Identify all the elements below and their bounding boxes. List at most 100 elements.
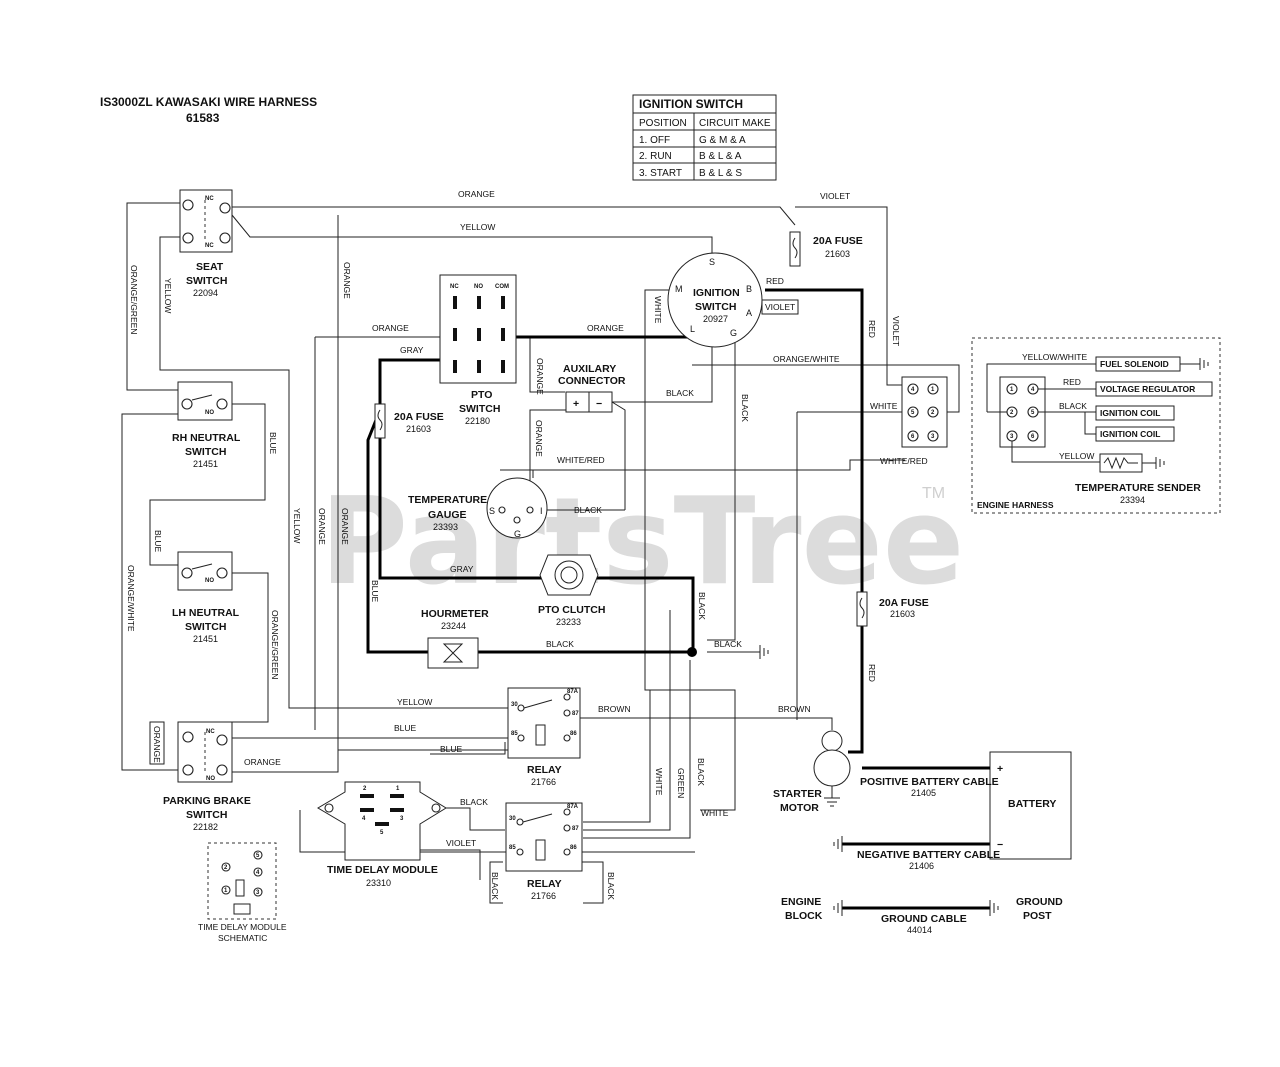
ignition-switch-part: 20927 [703, 314, 728, 324]
wire-label: BLACK [606, 872, 616, 900]
aux-plus: + [573, 398, 579, 410]
wire-label: RED [867, 320, 877, 338]
temp-sender-label: TEMPERATURE SENDER [1075, 482, 1201, 494]
battery-label: BATTERY [1008, 798, 1056, 810]
wire-label: ORANGE [340, 508, 350, 545]
pto-clutch: PTO CLUTCH 23233 [538, 554, 605, 627]
ground-cable-part: 44014 [907, 925, 932, 935]
pin-label: 5 [911, 410, 915, 416]
wire-label: BLUE [394, 723, 417, 733]
pin-label: 85 [509, 845, 516, 851]
ground-post-label: POST [1023, 910, 1052, 922]
fuel-solenoid-label: FUEL SOLENOID [1100, 359, 1169, 369]
pin-label: 3 [400, 816, 404, 822]
gauge-i: I [540, 506, 543, 516]
relay-1: 87A 87 30 85 86 RELAY 21766 [507, 687, 581, 787]
pin-label: 87 [572, 711, 579, 717]
pin-label: 6 [1031, 434, 1035, 440]
wire-label: GREEN [676, 768, 686, 798]
wire-label: WHITE [870, 401, 898, 411]
rh-neutral-part: 21451 [193, 459, 218, 469]
nc-label: NC [206, 729, 215, 735]
pin-label: 4 [362, 816, 366, 822]
relay-part: 21766 [531, 891, 556, 901]
battery-plus: + [997, 763, 1003, 775]
pin-label: 5 [1031, 410, 1035, 416]
negative-cable-label: NEGATIVE BATTERY CABLE [857, 849, 1000, 861]
hourmeter: HOURMETER 23244 [421, 608, 489, 669]
pin-label: 5 [380, 830, 384, 836]
pin-label: 87 [572, 826, 579, 832]
wire-label: RED [867, 664, 877, 682]
engine-block-label: BLOCK [785, 910, 823, 922]
pto-clutch-part: 23233 [556, 617, 581, 627]
temperature-gauge: S I G TEMPERATURE GAUGE 23393 [408, 477, 548, 539]
no-label: NO [206, 776, 215, 782]
wire-label: BLUE [268, 432, 278, 455]
time-delay-schematic: 2 5 4 1 3 TIME DELAY MODULE SCHEMATIC [198, 842, 287, 943]
table-header: CIRCUIT MAKE [699, 118, 771, 129]
relay-label: RELAY [527, 878, 562, 890]
seat-switch-part: 22094 [193, 288, 218, 298]
wire-label: BLUE [440, 744, 463, 754]
wire-label: GRAY [450, 564, 474, 574]
starter-motor: STARTER MOTOR [773, 730, 851, 814]
rh-neutral-label: SWITCH [185, 446, 226, 458]
aux-minus: − [596, 398, 602, 410]
lh-neutral-label: LH NEUTRAL [172, 607, 240, 619]
pin-label: 6 [911, 434, 915, 440]
wire-label: BLACK [490, 872, 500, 900]
ign-a: A [746, 308, 752, 318]
wire-label: BLUE [370, 580, 380, 603]
temp-gauge-label: GAUGE [428, 509, 467, 521]
pin-label: 4 [1031, 387, 1035, 393]
positive-cable-part: 21405 [911, 788, 936, 798]
wire-label: BLACK [666, 388, 694, 398]
ground-symbol [759, 645, 769, 659]
vertical-wire-labels: ORANGE/GREEN YELLOW ORANGE BLUE YELLOW O… [126, 262, 901, 900]
pto-clutch-label: PTO CLUTCH [538, 604, 605, 616]
wire-label: RED [1063, 377, 1081, 387]
main-connector: 4 1 5 2 6 3 [901, 376, 948, 448]
wire-label: ORANGE [458, 189, 495, 199]
fuse-part: 21603 [825, 249, 850, 259]
pin-label: 1 [396, 786, 400, 792]
pto-switch: NC NO COM PTO SWITCH 22180 [439, 274, 517, 426]
watermark-tm: TM [922, 485, 945, 502]
pto-com-label: COM [495, 284, 509, 290]
temp-sender-part: 23394 [1120, 495, 1145, 505]
ignition-switch-table: IGNITION SWITCH POSITION CIRCUIT MAKE 1.… [632, 94, 777, 181]
pin-label: 3 [1010, 434, 1014, 440]
ignition-coil-label: IGNITION COIL [1100, 429, 1160, 439]
table-cell: 2. RUN [639, 151, 672, 162]
pin-label: 4 [911, 387, 915, 393]
wire-label: YELLOW [397, 697, 432, 707]
wire-label: BLACK [1059, 401, 1087, 411]
wire-label: BLACK [740, 394, 750, 422]
pin-label: 86 [570, 731, 577, 737]
relay-2: 87A 87 30 85 86 RELAY 21766 [505, 802, 583, 901]
pin-label: 5 [256, 853, 260, 859]
fuse-top: 20A FUSE 21603 [789, 231, 863, 267]
battery-minus: − [997, 839, 1003, 851]
pin-label: 1 [931, 387, 935, 393]
wire-label: ORANGE/WHITE [126, 565, 136, 632]
wire-label: ORANGE [244, 757, 281, 767]
starter-label: MOTOR [780, 802, 819, 814]
pin-label: 2 [363, 786, 367, 792]
table-cell: G & M & A [699, 135, 746, 146]
pto-nc-label: NC [450, 284, 459, 290]
ign-g: G [730, 328, 737, 338]
heavy-wires [366, 288, 990, 910]
parking-brake-part: 22182 [193, 822, 218, 832]
diagram-title: IS3000ZL KAWASAKI WIRE HARNESS [100, 95, 317, 109]
temp-gauge-label: TEMPERATURE [408, 494, 487, 506]
no-label: NO [205, 578, 214, 584]
parking-brake-label: SWITCH [186, 809, 227, 821]
time-delay-part: 23310 [366, 878, 391, 888]
wire-label: WHITE/RED [880, 456, 928, 466]
pin-label: 86 [570, 845, 577, 851]
wire-label: VIOLET [820, 191, 850, 201]
wire-label: VIOLET [891, 316, 901, 346]
parking-brake-label: PARKING BRAKE [163, 795, 251, 807]
